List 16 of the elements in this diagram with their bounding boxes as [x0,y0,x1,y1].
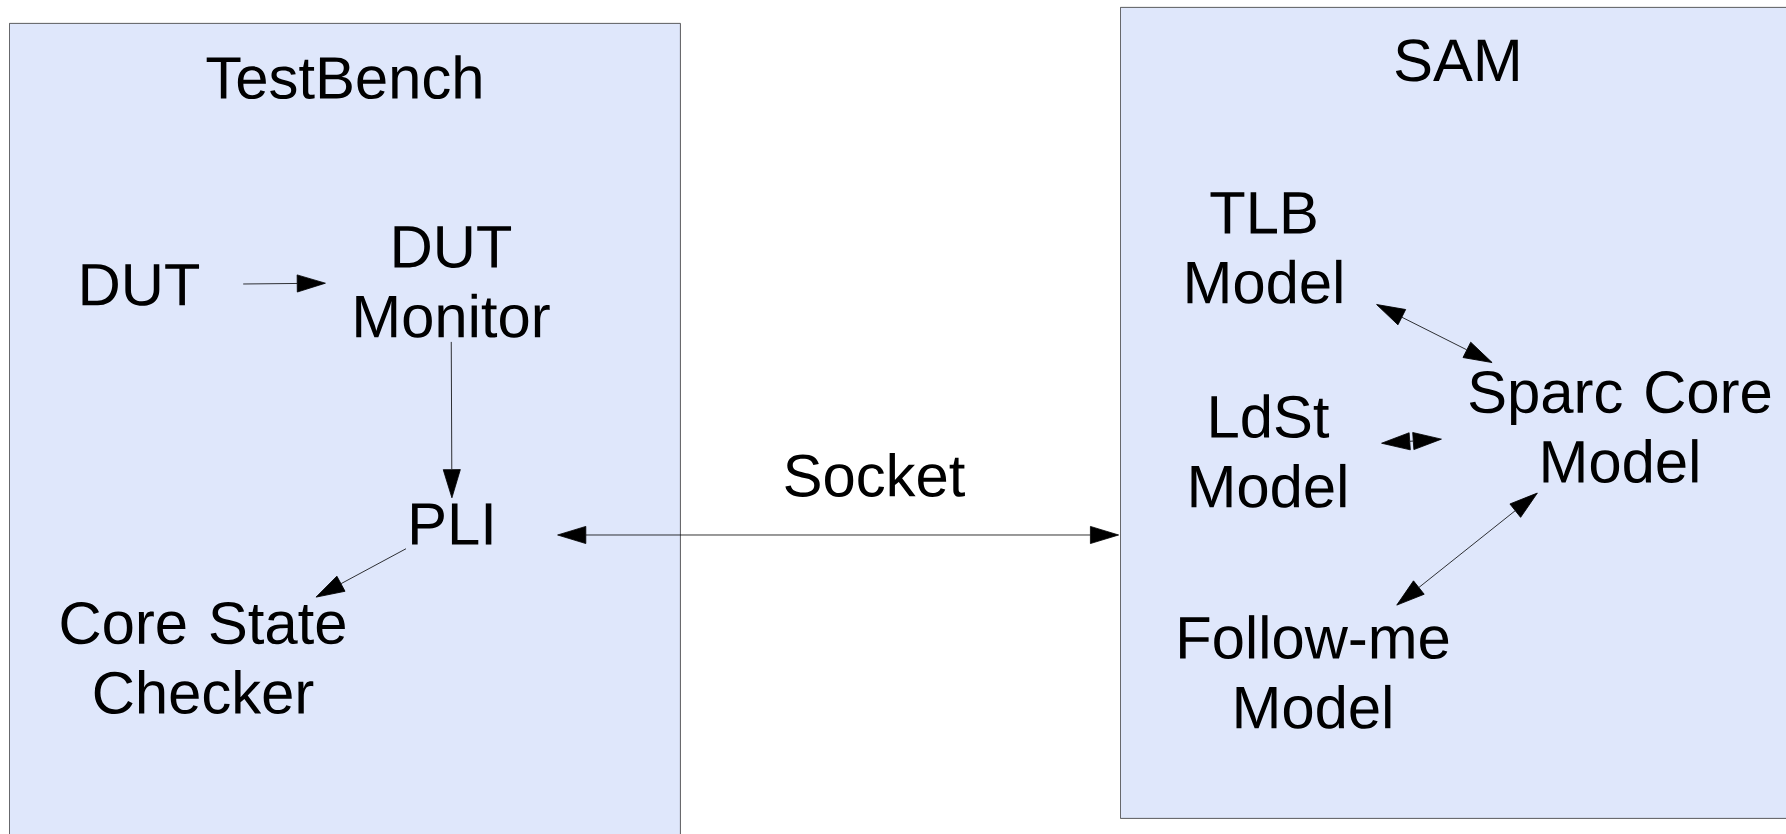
edge-label: Socket [785,453,965,497]
arrow [1381,432,1442,451]
component-label: Sparc Core Model [1469,370,1771,483]
component-label: LdSt Model [1191,394,1346,508]
component-label: DUT [82,264,200,306]
arrow [242,274,326,293]
component-label: TLB Model [1187,192,1342,304]
component-label: DUT Monitor [356,226,550,338]
arrow [1396,492,1538,606]
component-label: PLI [412,503,492,545]
arrow [315,548,407,598]
arrow [442,341,461,499]
component-label: Core State Checker [61,601,345,714]
arrow [1376,304,1493,363]
arrow [557,526,1119,544]
component-label: Follow-me Model [1180,615,1449,729]
